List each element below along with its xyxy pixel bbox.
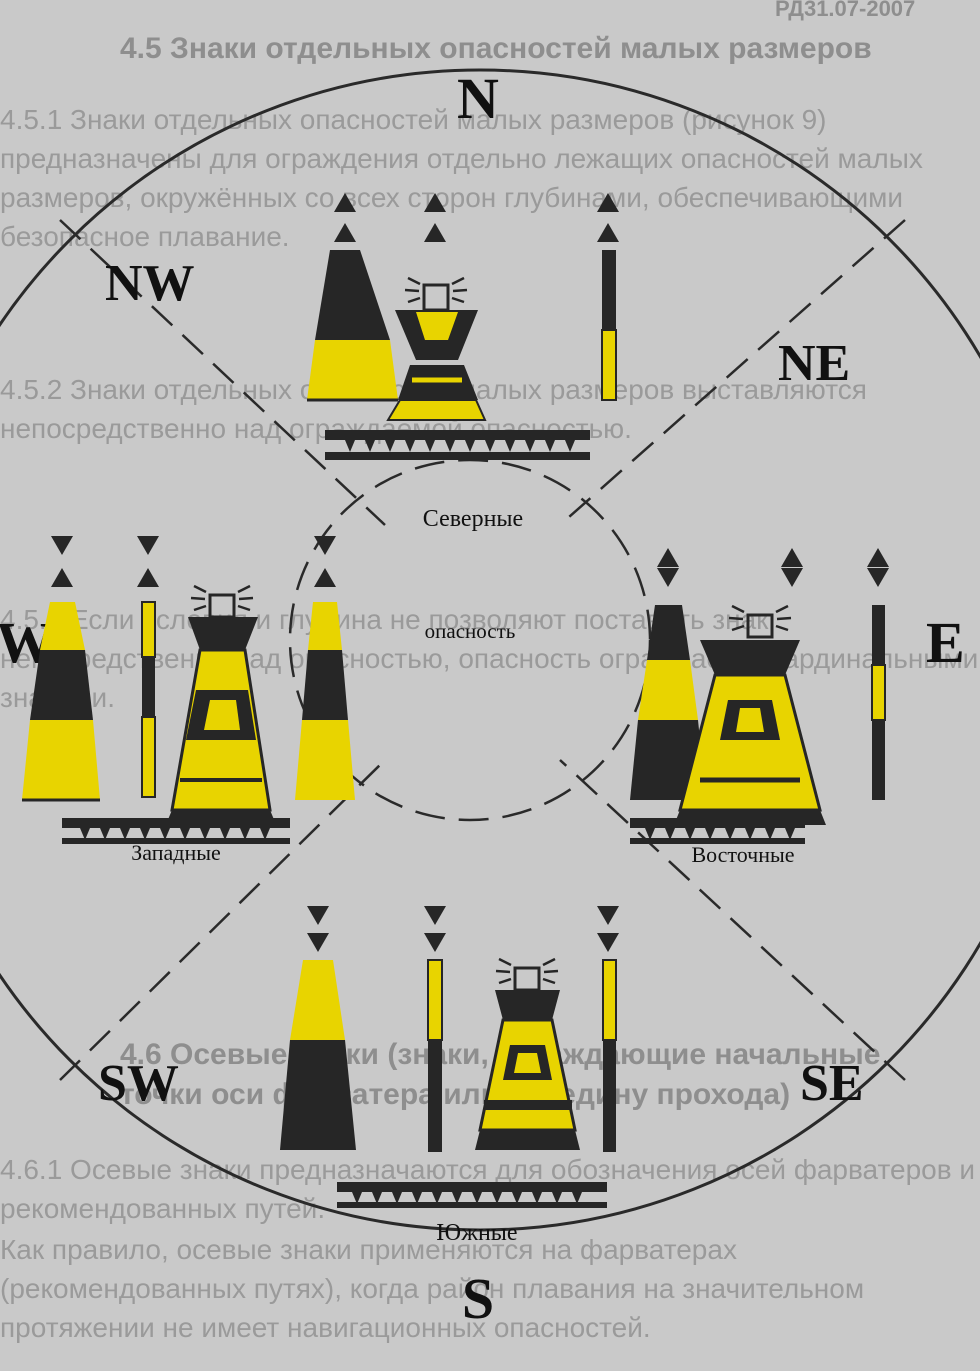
east-spar (872, 605, 885, 800)
west-topmark-2 (137, 536, 159, 587)
north-seabed (325, 430, 590, 440)
danger-label: опасность (425, 619, 516, 643)
south-spar (428, 960, 442, 1152)
south-lighthouse (475, 959, 580, 1150)
south-seabed (337, 1182, 607, 1192)
east-marks: Восточные (630, 548, 889, 867)
north-topmark-3 (597, 193, 619, 242)
east-topmark-2 (781, 548, 803, 587)
west-buoy-tapered-2 (295, 602, 355, 800)
south-group-label: Южные (436, 1220, 517, 1246)
north-buoy-tapered (307, 250, 398, 400)
south-spar-2 (603, 960, 616, 1152)
west-lighthouse (167, 586, 275, 822)
compass-nw-label: NW (105, 255, 195, 312)
north-topmark-2 (424, 193, 446, 242)
west-spar (142, 602, 155, 797)
east-group-label: Восточные (691, 842, 794, 867)
west-topmark-1 (51, 536, 73, 587)
compass-sw-label: SW (98, 1055, 179, 1112)
compass-se-label: SE (800, 1055, 864, 1112)
south-topmark-3 (597, 906, 619, 952)
east-topmark-1 (657, 548, 679, 587)
west-group-label: Западные (131, 840, 221, 865)
north-seabed-teeth (345, 440, 575, 452)
south-topmark-1 (307, 906, 329, 952)
south-buoy-tapered (280, 960, 356, 1150)
east-seabed (630, 818, 805, 828)
north-marks: Северные (307, 193, 619, 532)
east-topmark-3 (867, 548, 889, 587)
north-group-label: Северные (423, 506, 523, 532)
south-topmark-2 (424, 906, 446, 952)
compass-n-label: N (457, 66, 499, 131)
compass-e-label: E (926, 610, 965, 675)
west-marks: Западные (22, 536, 355, 865)
west-seabed (62, 818, 290, 828)
north-topmark-1 (334, 193, 356, 242)
compass-ne-label: NE (778, 335, 850, 392)
south-marks: Южные (280, 906, 619, 1246)
compass-s-label: S (462, 1266, 494, 1331)
north-spar (602, 250, 616, 400)
north-lighthouse (388, 278, 485, 420)
